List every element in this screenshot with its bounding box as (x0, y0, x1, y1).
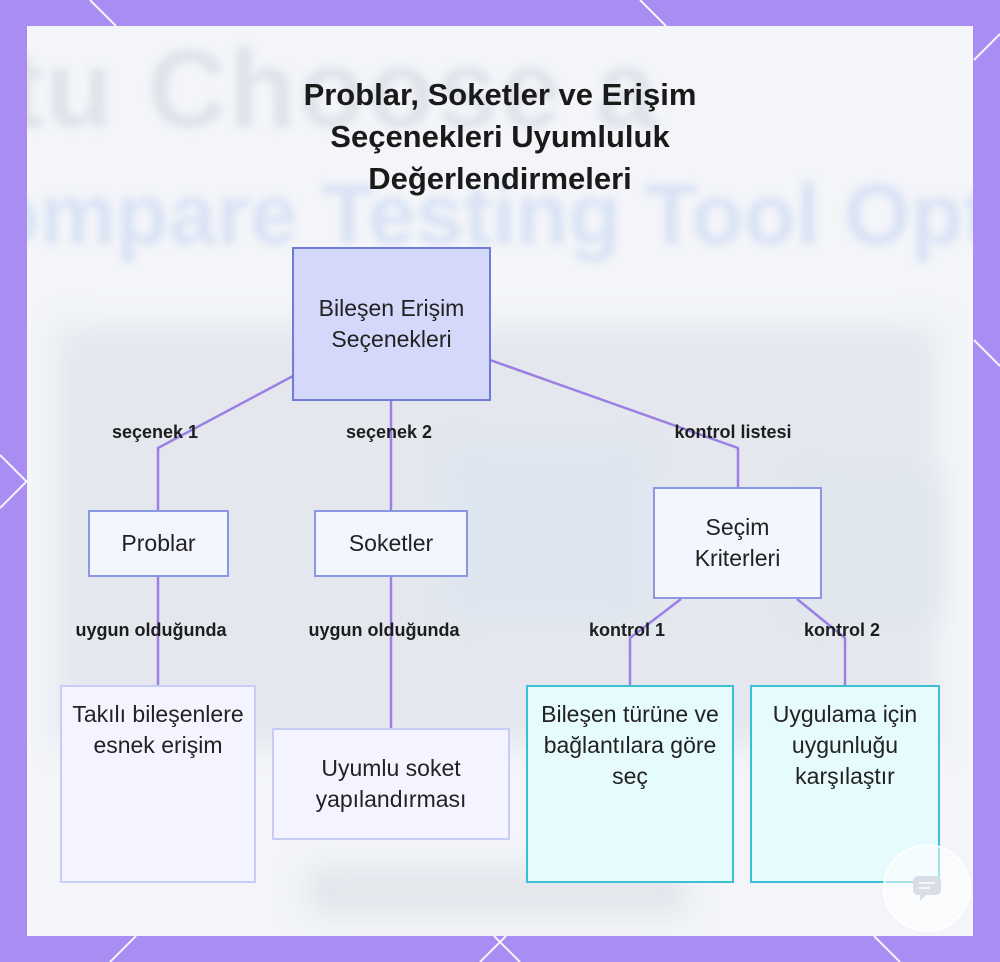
node-probes: Problar (88, 510, 229, 577)
edge-criteria-to-leaf-2 (796, 598, 847, 685)
diagram-connectors (156, 358, 847, 728)
diagram-title: Problar, Soketler ve Erişim Seçenekleri … (303, 77, 697, 196)
node-component-access-options: Bileşen Erişim Seçenekleri (292, 247, 491, 401)
edge-label-checklist: kontrol listesi (674, 422, 792, 442)
edge-label-when-suitable-sockets: uygun olduğunda (308, 620, 460, 640)
node-sockets: Soketler (314, 510, 468, 577)
chat-widget-button[interactable] (883, 844, 971, 932)
node-selection-criteria: Seçim Kriterleri (653, 487, 822, 599)
edge-criteria-to-leaf-1 (628, 598, 682, 685)
background-heading-text: tu Choose a (27, 28, 659, 151)
edge-label-option-1: seçenek 1 (111, 422, 199, 442)
chat-bubble-icon (913, 876, 941, 901)
edge-root-to-probes (156, 374, 294, 510)
edge-label-option-2: seçenek 2 (345, 422, 433, 442)
background-blur (447, 446, 647, 616)
edge-label-control-1: kontrol 1 (588, 620, 666, 640)
node-probes-flexible-access: Takılı bileşenlere esnek erişim (60, 685, 256, 883)
background-subheading-text: ompare Testing Tool Opti (27, 167, 973, 263)
node-compatible-socket-config: Uyumlu soket yapılandırması (272, 728, 510, 840)
node-select-by-component-type: Bileşen türüne ve bağlantılara göre seç (526, 685, 734, 883)
edge-label-when-suitable-probes: uygun olduğunda (75, 620, 227, 640)
diagram-card: tu Choose a ompare Testing Tool Opti Pro… (27, 26, 973, 936)
edge-label-control-2: kontrol 2 (803, 620, 881, 640)
edge-root-to-criteria (489, 358, 740, 487)
